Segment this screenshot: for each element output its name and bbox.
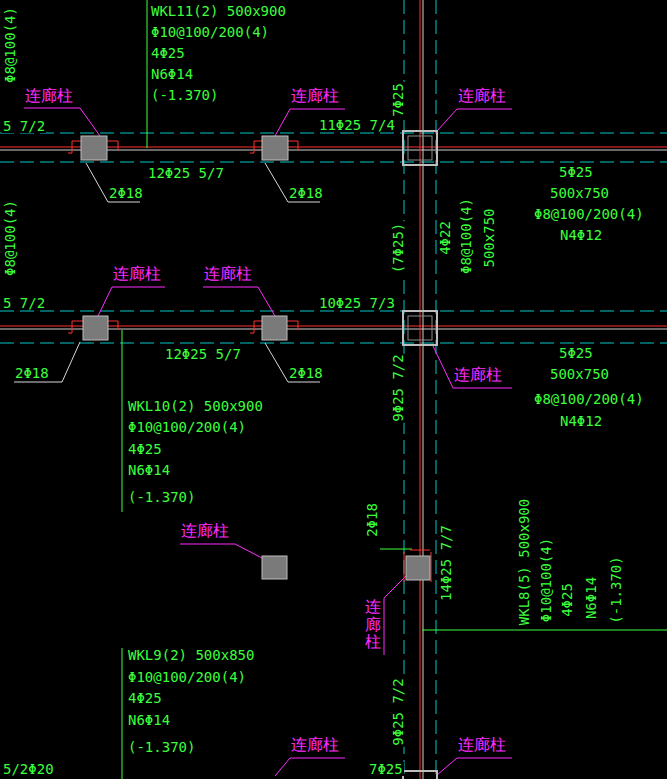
rebar-annotation: 2Φ18: [288, 366, 324, 380]
rebar-annotation: 2Φ18: [365, 502, 379, 538]
column-callout: 连廊柱: [203, 266, 253, 282]
rebar-annotation: 5 7/2: [2, 119, 46, 133]
rebar-annotation: 5 7/2: [2, 296, 46, 310]
column-callout: 连廊柱: [457, 88, 507, 104]
rebar-annotation: WKL8(5) 500x900: [517, 498, 531, 626]
rebar-annotation: WKL9(2) 500x850: [127, 648, 255, 662]
rebar-annotation: 5/2Φ20: [2, 762, 55, 776]
rebar-annotation: 2Φ18: [288, 186, 324, 200]
rebar-annotation: (7Φ25): [391, 222, 405, 275]
rebar-annotation: Φ8@100(4): [3, 199, 17, 277]
rebar-annotation: WKL11(2) 500x900: [150, 4, 287, 18]
rebar-annotation: N4Φ12: [559, 228, 603, 242]
rebar-annotation: 500x750: [482, 207, 496, 268]
rebar-annotation: 5Φ25: [558, 165, 594, 179]
column-callout: 连廊柱: [290, 88, 340, 104]
rebar-annotation: 14Φ25 7/7: [439, 524, 453, 602]
rebar-annotation: (-1.370): [150, 88, 219, 102]
rebar-annotation: 12Φ25 5/7: [164, 347, 242, 361]
rebar-annotation: Φ10@100/200(4): [150, 25, 270, 39]
rebar-annotation: Φ8@100(4): [459, 197, 473, 275]
column-callout: 连廊柱: [290, 737, 340, 753]
rebar-annotation: 7Φ25: [391, 82, 405, 118]
rebar-annotation: N6Φ14: [127, 713, 171, 727]
column-callout: 连廊柱: [180, 523, 230, 539]
rebar-annotation: 2Φ18: [14, 366, 50, 380]
rebar-annotation: 11Φ25 7/4: [318, 118, 396, 132]
rebar-annotation: 4Φ25: [127, 691, 163, 705]
rebar-annotation: (-1.370): [127, 490, 196, 504]
rebar-annotation: 500x750: [549, 186, 610, 200]
rebar-annotation: 2Φ18: [108, 186, 144, 200]
rebar-annotation: Φ8@100/200(4): [533, 207, 645, 221]
column-callout: 连廊柱: [457, 737, 507, 753]
rebar-annotation: 4Φ22: [438, 220, 452, 256]
rebar-annotation: Φ10@100(4): [539, 537, 553, 623]
rebar-annotation: 12Φ25 5/7: [147, 166, 225, 180]
rebar-annotation: (-1.370): [127, 740, 196, 754]
rebar-annotation: (-1.370): [609, 555, 623, 624]
rebar-annotation: Φ10@100/200(4): [127, 420, 247, 434]
rebar-annotation: 7Φ25: [368, 762, 404, 776]
rebar-annotation: WKL10(2) 500x900: [127, 399, 264, 413]
rebar-annotation: 4Φ25: [127, 442, 163, 456]
rebar-annotation: 9Φ25 7/2: [391, 677, 405, 746]
rebar-annotation: 9Φ25 7/2: [391, 353, 405, 422]
column-callout: 连廊柱: [24, 88, 74, 104]
column-callout: 连廊柱: [453, 367, 503, 383]
rebar-annotation: Φ8@100(4): [3, 6, 17, 84]
rebar-annotation: N6Φ14: [584, 576, 598, 620]
rebar-annotation: 4Φ25: [560, 582, 574, 618]
rebar-annotation: 500x750: [549, 367, 610, 381]
column-callout: 连廊柱: [364, 598, 382, 651]
column-callout: 连廊柱: [112, 266, 162, 282]
rebar-annotation: N4Φ12: [559, 414, 603, 428]
rebar-annotation: 10Φ25 7/3: [318, 296, 396, 310]
rebar-annotation: 4Φ25: [150, 46, 186, 60]
rebar-annotation: 5Φ25: [558, 346, 594, 360]
rebar-annotation: Φ8@100/200(4): [533, 392, 645, 406]
rebar-annotation: N6Φ14: [127, 463, 171, 477]
rebar-annotation: Φ10@100/200(4): [127, 670, 247, 684]
rebar-annotation: N6Φ14: [150, 67, 194, 81]
